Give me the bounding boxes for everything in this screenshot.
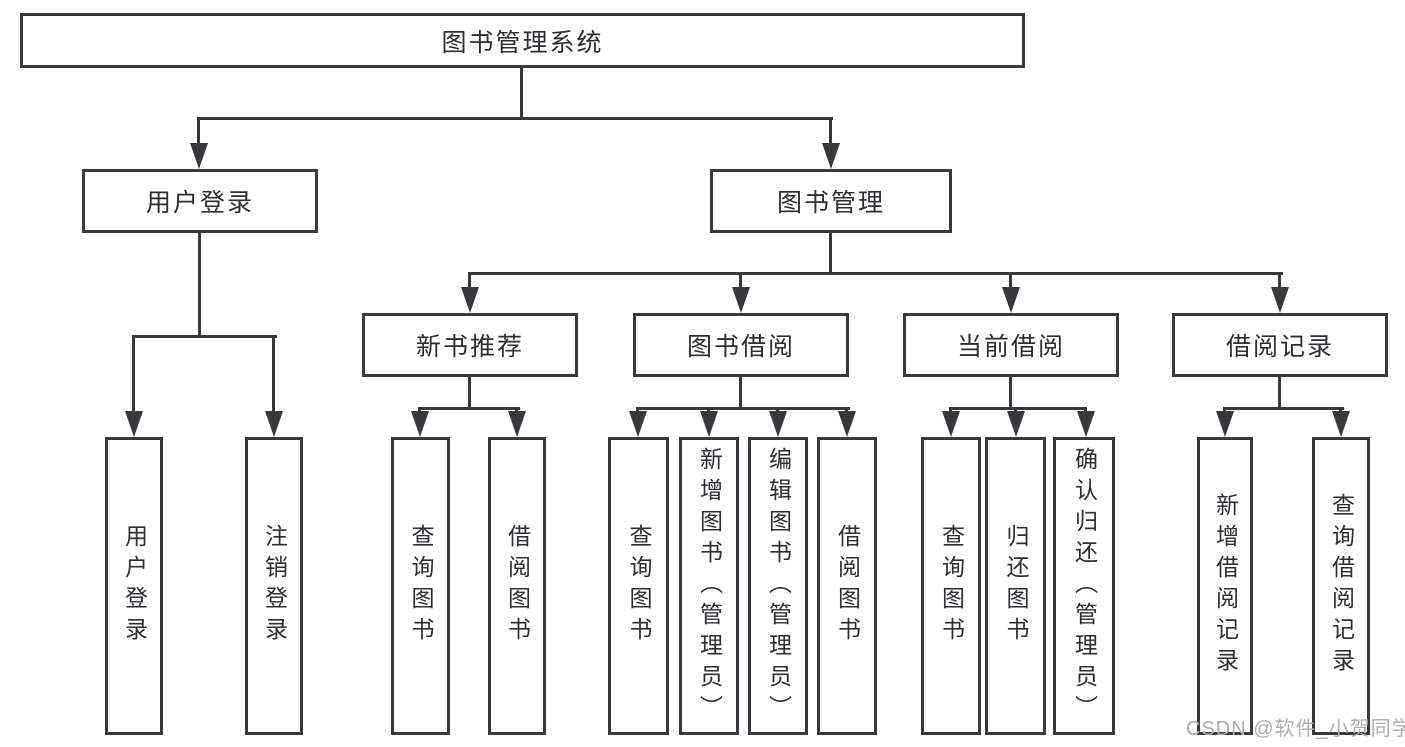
node-leaf-logout: 注销登录	[245, 437, 303, 735]
node-leaf-query-borrow-record: 查询借阅记录	[1312, 437, 1370, 735]
node-leaf-edit-books-admin: 编辑图书（管理员）	[748, 437, 808, 735]
connector-user-login-stem	[198, 233, 201, 337]
arrow-down-icon	[822, 143, 840, 169]
node-library-management-system: 图书管理系统	[20, 13, 1025, 68]
arrow-down-icon	[265, 411, 283, 437]
connector-drop-leaf-user-login	[132, 335, 135, 415]
arrow-down-icon	[1007, 411, 1025, 437]
connector-book-management-stem	[829, 233, 832, 274]
arrow-down-icon	[1002, 287, 1020, 313]
connector-current-borrow-stem	[1009, 377, 1012, 409]
node-borrowing-records: 借阅记录	[1172, 313, 1388, 377]
arrow-down-icon	[769, 411, 787, 437]
connector-new-book-stem	[468, 377, 471, 409]
connector-book-borrow-bus	[636, 407, 850, 410]
node-leaf-query-books-current: 查询图书	[921, 437, 981, 735]
node-user-login: 用户登录	[82, 169, 318, 233]
node-leaf-return-books: 归还图书	[985, 437, 1046, 735]
arrow-down-icon	[1216, 411, 1234, 437]
node-book-management: 图书管理	[710, 169, 952, 233]
connector-drop-book-borrow	[739, 272, 742, 292]
node-leaf-confirm-return-admin: 确认归还（管理员）	[1053, 437, 1115, 735]
arrow-down-icon	[190, 143, 208, 169]
connector-book-management-bus	[468, 272, 1283, 275]
connector-user-login-bus	[132, 335, 277, 338]
node-leaf-query-books-borrowing: 查询图书	[608, 437, 669, 735]
arrow-down-icon	[1271, 287, 1289, 313]
node-leaf-user-login: 用户登录	[105, 437, 163, 735]
connector-root-bus	[197, 117, 833, 120]
connector-drop-user-login	[197, 117, 200, 150]
connector-drop-borrow-records	[1278, 272, 1281, 292]
arrow-down-icon	[1077, 411, 1095, 437]
arrow-down-icon	[411, 411, 429, 437]
node-leaf-add-books-admin: 新增图书（管理员）	[679, 437, 739, 735]
arrow-down-icon	[508, 411, 526, 437]
node-leaf-borrow-books-recommend: 借阅图书	[488, 437, 546, 735]
arrow-down-icon	[732, 287, 750, 313]
arrow-down-icon	[700, 411, 718, 437]
node-leaf-query-books-recommend: 查询图书	[391, 437, 450, 735]
node-current-borrowing: 当前借阅	[903, 313, 1119, 377]
connector-drop-leaf-logout	[272, 335, 275, 415]
connector-drop-current-borrow	[1009, 272, 1012, 292]
node-book-borrowing: 图书借阅	[633, 313, 849, 377]
connector-borrow-records-stem	[1278, 377, 1281, 409]
connector-new-book-bus	[418, 407, 520, 410]
connector-current-borrow-bus	[949, 407, 1087, 410]
connector-drop-book-management	[829, 117, 832, 150]
arrow-down-icon	[942, 411, 960, 437]
node-leaf-add-borrow-record: 新增借阅记录	[1197, 437, 1253, 735]
arrow-down-icon	[125, 411, 143, 437]
node-new-book-recommendation: 新书推荐	[362, 313, 578, 377]
arrow-down-icon	[838, 411, 856, 437]
connector-root-stem	[520, 68, 523, 118]
arrow-down-icon	[629, 411, 647, 437]
connector-book-borrow-stem	[739, 377, 742, 409]
node-leaf-borrow-books: 借阅图书	[817, 437, 877, 735]
connector-drop-new-book	[468, 272, 471, 292]
csdn-watermark: CSDN @软件_小贺同学	[1186, 718, 1405, 740]
arrow-down-icon	[1332, 411, 1350, 437]
connector-borrow-records-bus	[1223, 407, 1344, 410]
arrow-down-icon	[461, 287, 479, 313]
